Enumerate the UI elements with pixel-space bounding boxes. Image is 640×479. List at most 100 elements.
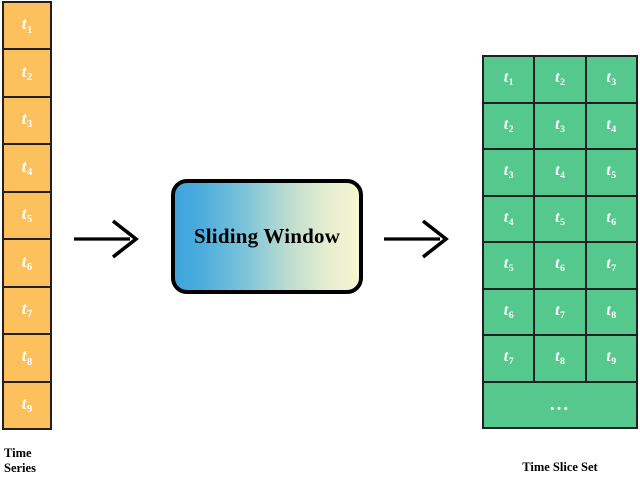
variable-base: t	[503, 348, 509, 366]
time-step-token: t9	[22, 395, 32, 416]
variable-subscript: 3	[508, 170, 514, 182]
sliding-window-title: Sliding Window	[193, 224, 341, 248]
time-step-token: t6	[503, 301, 514, 321]
variable-base: t	[555, 69, 560, 87]
time-slice-cell: t2	[535, 57, 587, 102]
time-slice-cell: t4	[484, 196, 536, 241]
variable-base: t	[21, 156, 27, 176]
time-step-token: t3	[504, 163, 514, 181]
time-slice-cell: t3	[586, 57, 636, 102]
time-slice-cell: t6	[535, 243, 587, 288]
time-step-token: t1	[504, 70, 514, 88]
variable-subscript: 8	[611, 309, 617, 321]
variable-base: t	[555, 115, 560, 133]
time-step-token: t6	[22, 253, 32, 274]
variable-subscript: 5	[559, 216, 565, 228]
time-slice-cell: t7	[535, 289, 587, 334]
variable-subscript: 3	[611, 77, 617, 89]
time-series-cell: t1	[4, 3, 50, 51]
time-slice-cell: t3	[535, 103, 587, 148]
time-step-token: t5	[606, 163, 616, 181]
variable-base: t	[503, 255, 509, 273]
time-series-cell: t3	[4, 97, 50, 146]
time-slice-cell: t1	[484, 57, 536, 102]
variable-subscript: 8	[559, 356, 565, 368]
time-slice-cell: t8	[586, 289, 636, 334]
variable-subscript: 6	[611, 216, 617, 228]
time-step-token: t4	[555, 163, 565, 181]
time-step-token: t2	[22, 63, 32, 84]
time-step-token: t3	[606, 70, 616, 88]
time-slice-row: t5 t6 t7	[484, 243, 636, 290]
variable-subscript: 2	[26, 71, 33, 83]
variable-subscript: 6	[26, 261, 33, 273]
variable-base: t	[555, 162, 560, 180]
time-slice-cell: t2	[484, 103, 536, 148]
time-step-token: t4	[22, 158, 32, 179]
time-step-token: t6	[606, 209, 617, 228]
time-slice-cell: t8	[535, 336, 587, 381]
variable-base: t	[555, 208, 560, 226]
time-series-cell: t4	[4, 145, 50, 193]
variable-base: t	[21, 251, 27, 271]
time-step-token: t4	[504, 209, 514, 228]
variable-base: t	[606, 69, 611, 87]
time-step-token: t2	[503, 115, 514, 135]
time-step-token: t8	[606, 301, 617, 321]
time-step-token: t5	[504, 256, 514, 274]
variable-subscript: 8	[26, 356, 33, 368]
variable-base: t	[503, 115, 509, 133]
variable-subscript: 5	[508, 263, 514, 275]
variable-base: t	[606, 348, 611, 366]
time-step-token: t5	[555, 208, 565, 228]
variable-subscript: 4	[559, 170, 565, 182]
time-slice-cell: t4	[535, 150, 587, 195]
time-slice-set-label: Time Slice Set	[522, 460, 598, 474]
time-series-cell: t5	[4, 192, 50, 241]
time-slice-cell: t5	[484, 243, 536, 288]
time-slice-cell: t5	[535, 196, 587, 241]
variable-base: t	[555, 348, 560, 366]
time-slice-cell: t9	[586, 336, 636, 381]
time-step-token: t8	[555, 349, 565, 367]
time-slice-continuation-row: ...	[484, 382, 636, 427]
variable-subscript: 7	[559, 309, 565, 321]
variable-subscript: 7	[26, 309, 33, 321]
variable-base: t	[503, 301, 509, 319]
time-slice-cell: t6	[586, 196, 636, 241]
variable-base: t	[21, 298, 27, 318]
variable-subscript: 3	[26, 119, 33, 131]
variable-subscript: 1	[26, 24, 33, 36]
arrow-into-sliding-window	[74, 219, 139, 259]
variable-base: t	[606, 301, 611, 319]
time-series-cell: t2	[4, 50, 50, 98]
variable-subscript: 9	[26, 404, 33, 416]
variable-base: t	[21, 204, 27, 224]
arrow-out-of-sliding-window	[384, 219, 449, 259]
variable-subscript: 4	[26, 166, 33, 178]
time-step-token: t1	[22, 15, 32, 36]
time-slice-continuation-cell: ...	[484, 382, 636, 427]
time-step-token: t3	[555, 115, 565, 135]
variable-subscript: 4	[611, 123, 617, 135]
time-step-token: t9	[606, 349, 616, 367]
time-slice-cell: t5	[586, 150, 636, 195]
time-step-token: t7	[606, 256, 616, 274]
time-step-token: t7	[504, 349, 514, 367]
variable-subscript: 2	[559, 77, 565, 89]
time-step-token: t6	[555, 256, 565, 274]
time-series-cell: t9	[4, 382, 50, 428]
variable-base: t	[21, 14, 27, 34]
variable-base: t	[606, 162, 611, 180]
variable-subscript: 2	[508, 123, 514, 135]
time-slice-cell: t3	[484, 150, 536, 195]
